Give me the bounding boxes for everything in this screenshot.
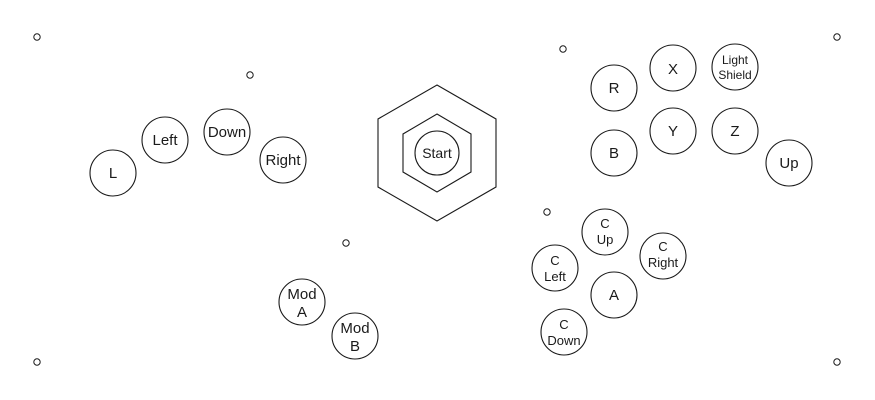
svg-text:Down: Down <box>208 124 246 141</box>
x-button[interactable]: X <box>649 44 697 92</box>
start-button[interactable]: Start <box>414 130 460 176</box>
svg-text:Shield: Shield <box>718 68 751 82</box>
down-button[interactable]: Down <box>203 108 251 156</box>
left-button[interactable]: Left <box>141 116 189 164</box>
mounting-hole <box>559 45 567 53</box>
svg-text:Left: Left <box>152 132 178 149</box>
svg-text:C: C <box>658 239 667 254</box>
mounting-hole <box>342 239 350 247</box>
svg-text:C: C <box>559 317 568 332</box>
light-shield-button[interactable]: Light Shield <box>711 43 759 91</box>
right-button[interactable]: Right <box>259 136 307 184</box>
inner-hexagon <box>402 113 472 193</box>
mounting-hole <box>543 208 551 216</box>
svg-text:Up: Up <box>597 232 614 247</box>
svg-text:C: C <box>550 253 559 268</box>
svg-text:Right: Right <box>265 152 301 169</box>
up-button[interactable]: Up <box>765 139 813 187</box>
mounting-hole <box>33 33 41 41</box>
svg-text:R: R <box>609 80 620 97</box>
svg-text:Down: Down <box>547 333 580 348</box>
l-button[interactable]: L <box>89 149 137 197</box>
mounting-hole <box>33 358 41 366</box>
mod-a-button[interactable]: Mod A <box>278 278 326 326</box>
svg-text:Mod: Mod <box>287 286 316 303</box>
svg-text:C: C <box>600 216 609 231</box>
svg-text:Z: Z <box>730 123 739 140</box>
c-down-button[interactable]: C Down <box>540 308 588 356</box>
c-left-button[interactable]: C Left <box>531 244 579 292</box>
mounting-hole <box>833 358 841 366</box>
svg-text:B: B <box>350 338 360 355</box>
y-button[interactable]: Y <box>649 107 697 155</box>
svg-text:B: B <box>609 145 619 162</box>
svg-text:Y: Y <box>668 123 678 140</box>
c-right-button[interactable]: C Right <box>639 232 687 280</box>
svg-text:Up: Up <box>779 155 798 172</box>
svg-text:Start: Start <box>422 145 452 161</box>
svg-text:Left: Left <box>544 269 566 284</box>
svg-text:A: A <box>297 304 307 321</box>
b-button[interactable]: B <box>590 129 638 177</box>
svg-text:A: A <box>609 287 619 304</box>
svg-text:Right: Right <box>648 255 679 270</box>
outer-hexagon <box>377 84 497 222</box>
mod-b-button[interactable]: Mod B <box>331 312 379 360</box>
mounting-hole <box>246 71 254 79</box>
svg-text:Light: Light <box>722 53 749 67</box>
z-button[interactable]: Z <box>711 107 759 155</box>
svg-text:L: L <box>109 165 117 182</box>
r-button[interactable]: R <box>590 64 638 112</box>
svg-text:X: X <box>668 61 678 78</box>
c-up-button[interactable]: C Up <box>581 208 629 256</box>
mounting-hole <box>833 33 841 41</box>
a-button[interactable]: A <box>590 271 638 319</box>
svg-text:Mod: Mod <box>340 320 369 337</box>
